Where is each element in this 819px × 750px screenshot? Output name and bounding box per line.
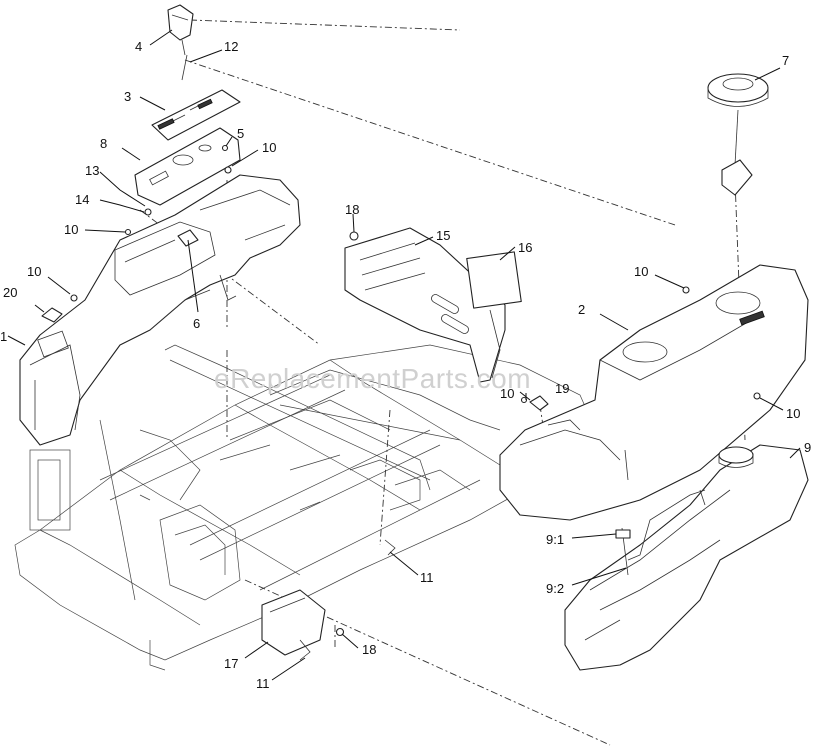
callout-19: 19 — [555, 381, 569, 396]
callout-10-top: 10 — [262, 140, 276, 155]
callout-10-fender: 10 — [27, 264, 41, 279]
decal-plate — [151, 89, 241, 141]
callout-10-far-right: 10 — [786, 406, 800, 421]
callout-10-right: 10 — [634, 264, 648, 279]
watermark: eReplacementParts.com — [214, 363, 531, 394]
callout-6: 6 — [193, 316, 200, 331]
callout-9-2: 9:2 — [546, 581, 564, 596]
callout-8: 8 — [100, 136, 107, 151]
fuel-cap — [707, 73, 769, 196]
hardware — [41, 144, 761, 637]
callout-2: 2 — [578, 302, 585, 317]
callout-3: 3 — [124, 89, 131, 104]
callout-16: 16 — [518, 240, 532, 255]
left-fender — [19, 174, 301, 446]
callout-12: 12 — [224, 39, 238, 54]
throttle-cable — [181, 54, 188, 81]
right-fender — [499, 264, 809, 521]
chassis-frame — [14, 344, 601, 671]
callout-10-left: 10 — [64, 222, 78, 237]
seat-decal — [466, 251, 522, 309]
callout-17: 17 — [224, 656, 238, 671]
control-knob — [167, 4, 194, 56]
callout-9: 9 — [804, 440, 811, 455]
callout-labels: 1 2 3 4 5 6 7 8 9 9:1 9:2 10 10 10 10 10… — [0, 39, 811, 691]
leader-lines — [7, 29, 801, 681]
callout-5: 5 — [237, 126, 244, 141]
callout-11-mid: 11 — [420, 570, 434, 585]
callout-10-center: 10 — [500, 386, 514, 401]
seat-bracket — [344, 227, 506, 383]
callout-13: 13 — [85, 163, 99, 178]
dash-panel — [134, 127, 241, 206]
callout-7: 7 — [782, 53, 789, 68]
callout-14: 14 — [75, 192, 89, 207]
cable-clip-lower — [384, 539, 396, 556]
callout-9-1: 9:1 — [546, 532, 564, 547]
callout-4: 4 — [135, 39, 142, 54]
callout-18-top: 18 — [345, 202, 359, 217]
callout-18-bottom: 18 — [362, 642, 376, 657]
fuel-tank — [564, 444, 809, 671]
callout-1: 1 — [0, 329, 7, 344]
lower-bracket — [261, 589, 326, 661]
callout-20: 20 — [3, 285, 17, 300]
callout-11-bottom: 11 — [256, 676, 270, 691]
callout-15: 15 — [436, 228, 450, 243]
